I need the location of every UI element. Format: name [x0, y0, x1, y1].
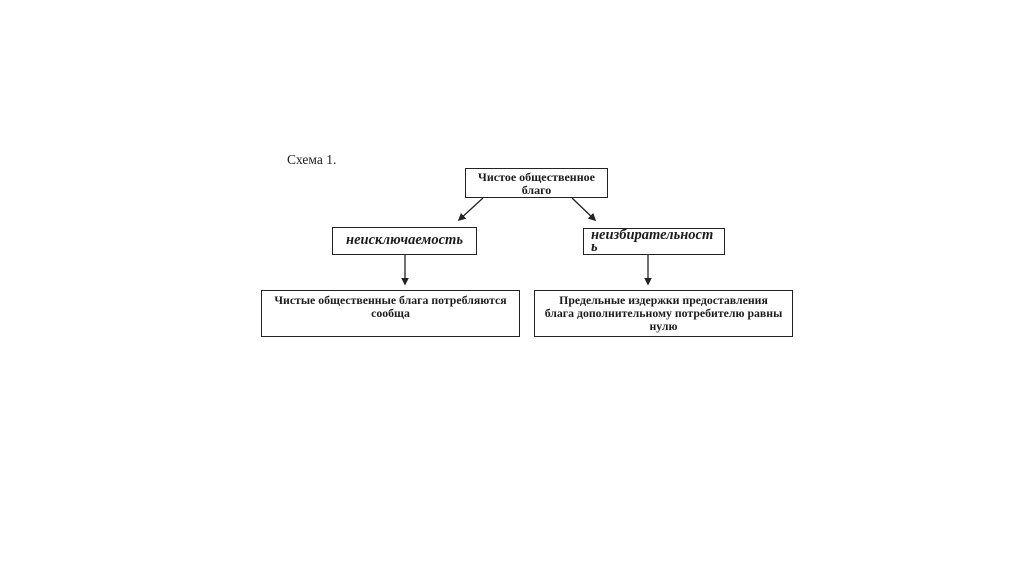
diagram-caption: Схема 1. — [287, 152, 337, 167]
arrow-root-to-left — [457, 197, 484, 222]
node-joint-consumption: Чистые общественные блага потребляются с… — [261, 290, 520, 337]
node-pure-public-good: Чистое общественное благо — [465, 168, 608, 198]
node-text-line: Чистое общественное — [478, 170, 595, 184]
node-non-excludability: неисключаемость — [332, 227, 477, 255]
node-zero-marginal-cost: Предельные издержки предоставления блага… — [534, 290, 793, 337]
node-text-line: сообща — [371, 306, 410, 320]
node-text-line: Предельные издержки предоставления — [559, 293, 768, 307]
node-text-line: ь — [591, 238, 598, 255]
node-non-rivalry: неизбирательност ь — [583, 228, 725, 255]
node-text-line: неисключаемость — [346, 232, 463, 248]
arrow-root-to-right — [571, 197, 597, 222]
node-text-line: нулю — [649, 319, 678, 333]
node-text-line: благо — [521, 183, 552, 197]
node-text-line: неизбирательност — [591, 227, 714, 243]
node-text-line: Чистые общественные блага потребляются — [274, 293, 507, 307]
node-text-line: блага дополнительному потребителю равны — [544, 306, 783, 320]
